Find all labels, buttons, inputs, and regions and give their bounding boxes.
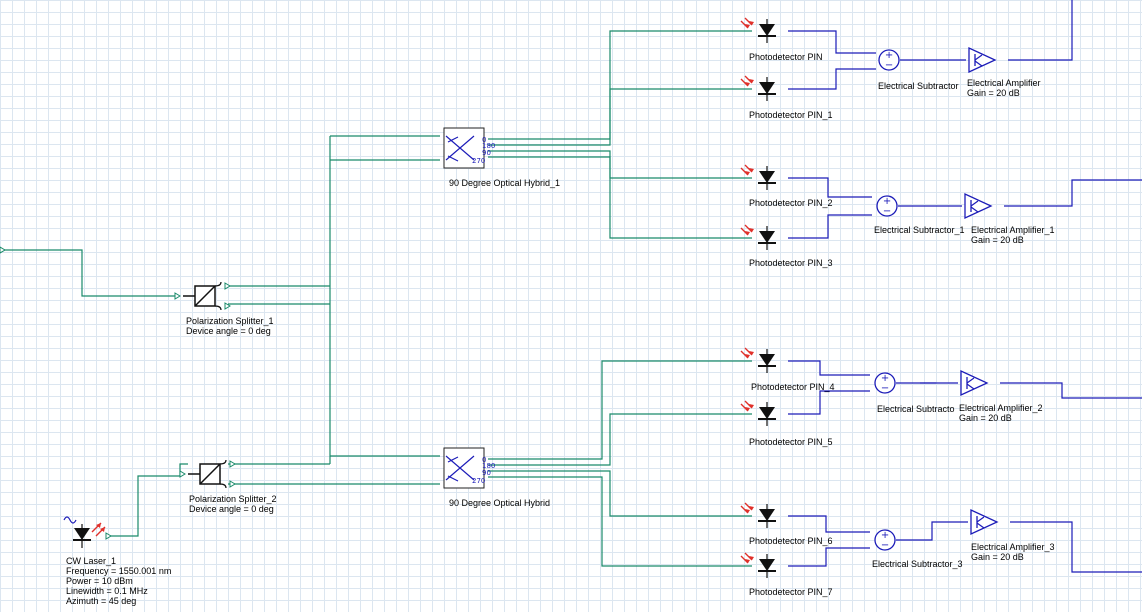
amplifier-1-symbol[interactable] [964,193,992,219]
amplifier-0-symbol[interactable] [968,47,996,73]
optical-hybrid-1-label: 90 Degree Optical Hybrid_1 [449,178,561,188]
optical-hybrid-symbol[interactable]: 0 180 90 270 [443,447,495,489]
amplifier-3-label: Electrical Amplifier_3 Gain = 20 dB [971,542,1055,562]
pin-7-label: Photodetector PIN_7 [749,587,833,597]
cw-laser-linewidth: Linewidth = 0.1 MHz [66,586,148,596]
amplifier-2-label: Electrical Amplifier_2 Gain = 20 dB [959,403,1043,423]
subtractor-2-label: Electrical Subtracto [877,404,955,414]
input-port-arrow [0,246,6,254]
pin-3-label: Photodetector PIN_3 [749,258,833,268]
amplifier-1-label: Electrical Amplifier_1 Gain = 20 dB [971,225,1055,245]
polarization-splitter-2-symbol[interactable] [179,459,236,489]
hybrid-1-port-180: 180 [482,142,495,150]
amplifier-1-name: Electrical Amplifier_1 [971,225,1055,235]
cw-laser-frequency: Frequency = 1550.001 nm [66,566,172,576]
pin-6-label: Photodetector PIN_6 [749,536,833,546]
pin-5-label: Photodetector PIN_5 [749,437,833,447]
hybrid-port-180: 180 [482,462,495,470]
pin-1-label: Photodetector PIN_1 [749,110,833,120]
subtractor-0-label: Electrical Subtractor [878,81,959,91]
cw-laser-name: CW Laser_1 [66,556,117,566]
amplifier-2-symbol[interactable] [960,370,988,396]
amplifier-2-name: Electrical Amplifier_2 [959,403,1043,413]
pin-4-label: Photodetector PIN_4 [751,382,835,392]
subtractor-1-symbol[interactable] [876,195,898,218]
subtractor-3-symbol[interactable] [874,529,896,552]
amplifier-0-gain: Gain = 20 dB [967,88,1020,98]
pin-2-label: Photodetector PIN_2 [749,198,833,208]
hybrid-port-90: 90 [482,469,491,477]
polarization-splitter-2-param: Device angle = 0 deg [189,504,274,514]
amplifier-3-symbol[interactable] [970,509,998,535]
cw-laser-symbol[interactable] [63,516,112,548]
cw-laser-power: Power = 10 dBm [66,576,133,586]
amplifier-0-label: Electrical Amplifier Gain = 20 dB [967,78,1041,98]
amplifier-0-name: Electrical Amplifier [967,78,1041,88]
polarization-splitter-1-param: Device angle = 0 deg [186,326,271,336]
optical-links [0,30,752,567]
subtractor-0-symbol[interactable] [878,49,900,72]
polarization-splitter-1-symbol[interactable] [174,281,231,311]
cw-laser-label: CW Laser_1 Frequency = 1550.001 nm Power… [66,556,171,606]
subtractor-1-label: Electrical Subtractor_1 [874,225,965,235]
optical-hybrid-label: 90 Degree Optical Hybrid [449,498,551,508]
cw-laser-azimuth: Azimuth = 45 deg [66,596,137,606]
hybrid-1-port-270: 270 [472,157,485,165]
subtractor-3-label: Electrical Subtractor_3 [872,559,963,569]
optical-hybrid-1-symbol[interactable]: 0 180 90 270 [443,127,495,169]
amplifier-2-gain: Gain = 20 dB [959,413,1012,423]
hybrid-1-port-90: 90 [482,149,491,157]
amplifier-3-name: Electrical Amplifier_3 [971,542,1055,552]
polarization-splitter-2-label: Polarization Splitter_2 Device angle = 0… [189,494,277,514]
electrical-links [788,0,1142,573]
polarization-splitter-2-name: Polarization Splitter_2 [189,494,277,504]
hybrid-port-0: 0 [482,456,486,464]
polarization-splitter-1-name: Polarization Splitter_1 [186,316,274,326]
pin-0-label: Photodetector PIN [749,52,823,62]
subtractor-2-symbol[interactable] [874,372,896,395]
polarization-splitter-1-label: Polarization Splitter_1 Device angle = 0… [186,316,274,336]
hybrid-1-port-0: 0 [482,136,486,144]
hybrid-port-270: 270 [472,477,485,485]
amplifier-1-gain: Gain = 20 dB [971,235,1024,245]
amplifier-3-gain: Gain = 20 dB [971,552,1024,562]
